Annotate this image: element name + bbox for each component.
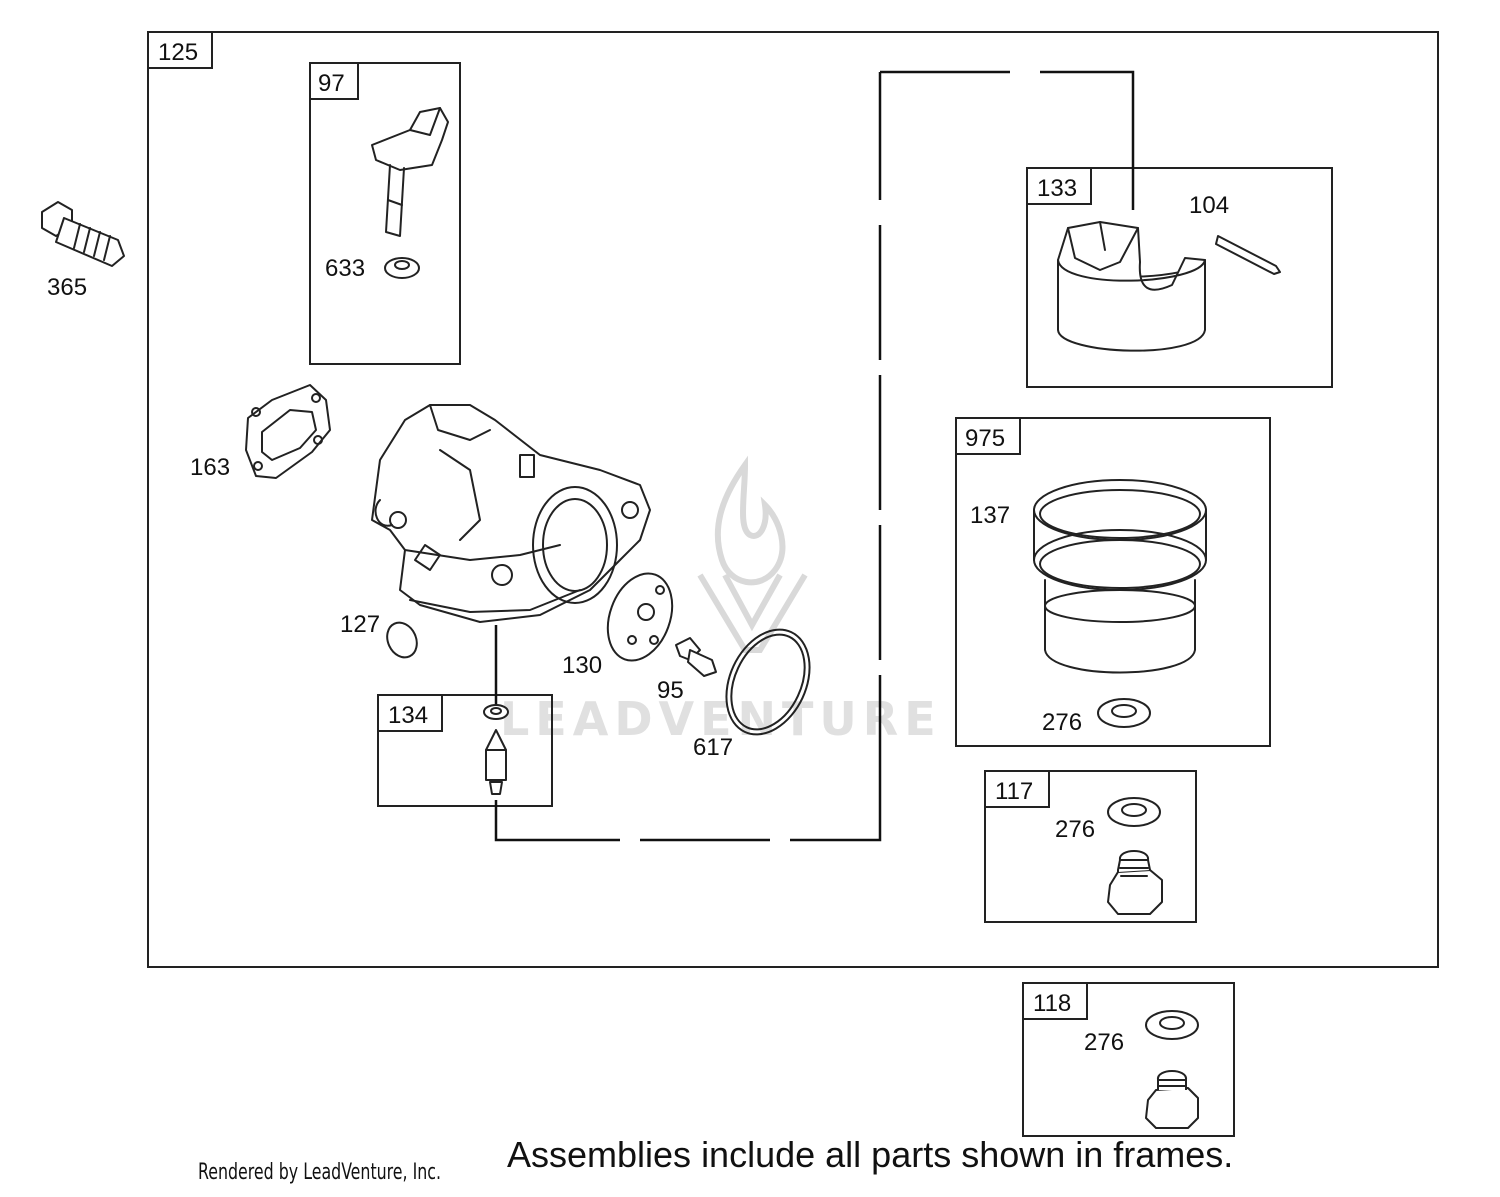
label-127: 127 [340,611,380,638]
part-133-float [1057,221,1206,352]
part-118-bolt [1145,1070,1199,1129]
part-276-washer-a [1097,698,1151,728]
frame-125 [147,31,1439,968]
label-95: 95 [657,677,684,704]
leader-lines [494,70,1135,842]
frame-125-tag-box [147,31,213,69]
rendered-by-credit: Rendered by LeadVenture, Inc. [198,1160,442,1185]
frame-118 [1022,982,1235,1137]
frame-97 [309,62,461,365]
part-617-o-ring [725,628,811,736]
part-163-gasket [245,384,331,479]
part-117-bolt [1107,850,1163,915]
label-137: 137 [970,502,1010,529]
label-365: 365 [47,274,87,301]
frame-133 [1026,167,1333,388]
watermark-text: LEADVENTURE [500,692,942,746]
frame-117-tag-box [984,770,1050,808]
part-365-bolt [41,201,125,267]
carburetor-body [371,404,651,623]
label-276-a: 276 [1042,709,1082,736]
label-104: 104 [1189,192,1229,219]
frame-975 [955,417,1271,747]
part-633-seal [384,257,420,279]
label-163: 163 [190,454,230,481]
watermark-logo [697,455,808,653]
frame-134-tag: 134 [388,702,428,729]
frame-133-tag-box [1026,167,1092,205]
assemblies-note: Assemblies include all parts shown in fr… [507,1134,1234,1175]
label-130: 130 [562,652,602,679]
frame-97-tag: 97 [318,70,345,97]
frame-975-tag: 975 [965,425,1005,452]
frame-134 [377,694,553,807]
label-617: 617 [693,734,733,761]
part-137-bowl [1033,479,1207,674]
label-633: 633 [325,255,365,282]
frame-975-tag-box [955,417,1021,455]
part-276-washer-c [1145,1010,1199,1040]
part-276-washer-b [1107,797,1161,827]
part-97-choke-shaft [371,107,449,237]
part-130-plate [606,572,674,662]
part-134-needle-seat [483,704,509,795]
frame-118-tag-box [1022,982,1088,1020]
frame-133-tag: 133 [1037,175,1077,202]
part-104-pin [1215,235,1281,275]
frame-118-tag: 118 [1033,990,1071,1017]
frame-134-tag-box [377,694,443,732]
label-276-b: 276 [1055,816,1095,843]
frame-125-tag: 125 [158,39,198,66]
part-127-welch-plug [386,621,418,659]
frame-117 [984,770,1197,923]
frame-117-tag: 117 [995,778,1033,805]
part-95-screw [675,637,717,677]
frame-97-tag-box [309,62,359,100]
label-276-c: 276 [1084,1029,1124,1056]
